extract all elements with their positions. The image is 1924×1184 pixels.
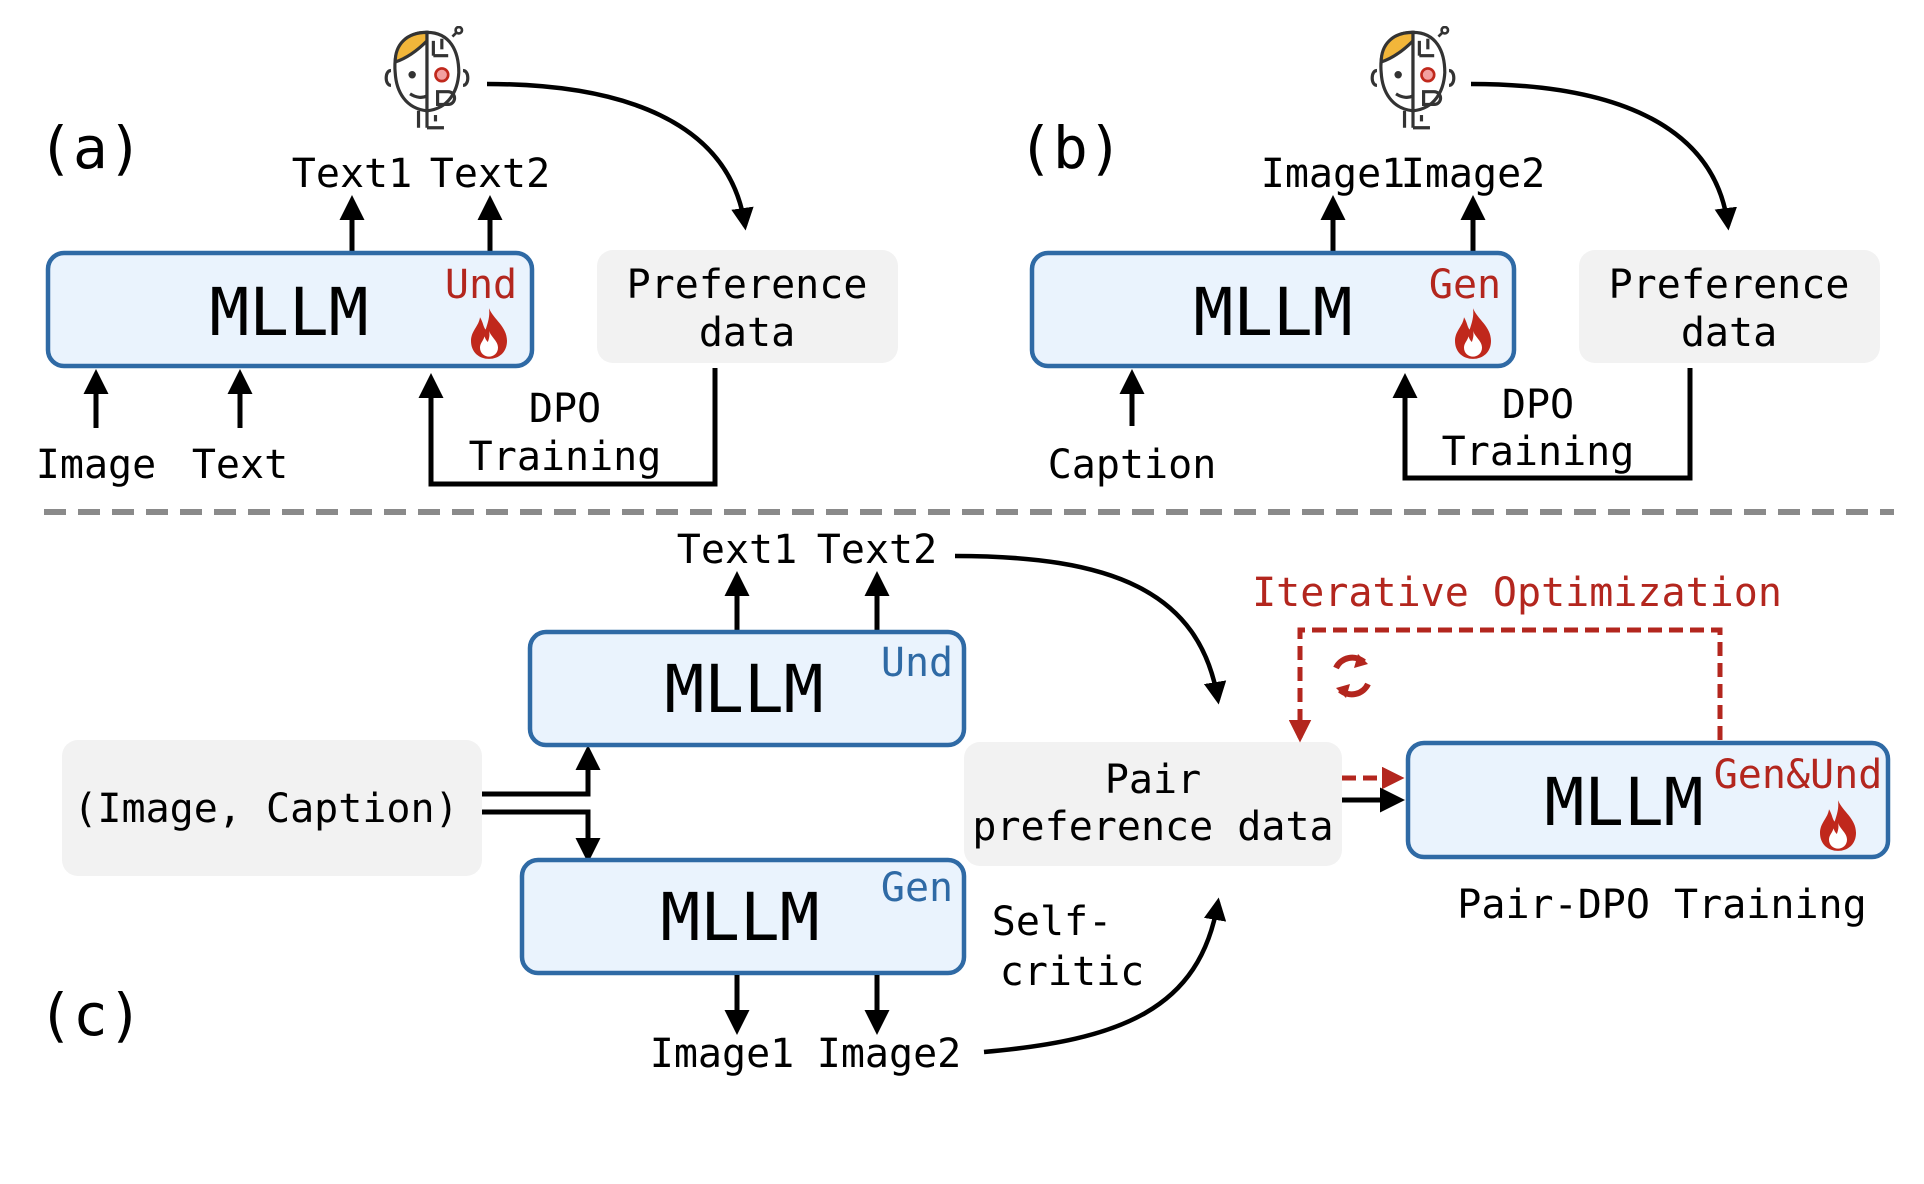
input-image: Image xyxy=(36,442,156,488)
images-to-pair-arrow xyxy=(983,897,1227,1055)
panel-b: (b) Image1 Image2 MLLM Gen Caption Prefe… xyxy=(1018,26,1880,488)
mllm-label: MLLM xyxy=(210,274,369,351)
und-output-text2: Text2 xyxy=(817,527,937,573)
robot-human-face-icon xyxy=(1370,26,1456,130)
gen-output-image2: Image2 xyxy=(817,1031,962,1077)
gen-tag: Gen xyxy=(881,865,953,911)
preference-data-box xyxy=(597,250,898,363)
panel-b-label: (b) xyxy=(1018,114,1123,182)
pair-data-line2: preference data xyxy=(972,804,1333,850)
mllm-gen-box xyxy=(1029,250,1517,369)
gen-tag: Gen xyxy=(1429,262,1501,308)
und-tag: Und xyxy=(881,640,953,686)
training-label: Training xyxy=(469,434,662,480)
pair-preference-data-box xyxy=(964,742,1342,866)
iterative-loop-dashed xyxy=(1288,627,1723,743)
mllm-gen-box xyxy=(519,857,967,976)
dpo-label: DPO xyxy=(529,386,601,432)
gen-und-tag: Gen&Und xyxy=(1714,752,1883,798)
output-image1: Image1 xyxy=(1261,151,1406,197)
pair-dpo-training-label: Pair-DPO Training xyxy=(1457,882,1866,928)
und-tag: Und xyxy=(445,262,517,308)
input-text: Text xyxy=(192,442,288,488)
texts-to-pair-arrow xyxy=(954,553,1227,705)
output-text2: Text2 xyxy=(430,151,550,197)
training-label: Training xyxy=(1442,429,1635,475)
input-to-und-arrow xyxy=(482,745,601,797)
preference-data-line2: data xyxy=(1681,310,1777,356)
panel-a-label: (a) xyxy=(38,114,143,182)
mllm-label: MLLM xyxy=(1545,764,1704,841)
mllm-und-box xyxy=(527,629,967,748)
dpo-training-loop xyxy=(418,368,718,487)
image-caption-label: (Image, Caption) xyxy=(73,786,458,832)
self-critic-line2: critic xyxy=(1000,949,1145,995)
preference-data-line1: Preference xyxy=(627,262,868,308)
refresh-cycle-icon xyxy=(1333,654,1371,698)
input-caption: Caption xyxy=(1048,442,1217,488)
dpo-training-loop xyxy=(1392,368,1693,481)
mllm-label: MLLM xyxy=(1194,274,1353,351)
iterative-optimization-label: Iterative Optimization xyxy=(1252,570,1782,616)
panel-a: (a) Text1 Text2 MLLM Und Image Text Pref… xyxy=(36,26,898,488)
robot-human-face-icon xyxy=(384,26,470,130)
pair-data-line1: Pair xyxy=(1105,757,1201,803)
output-image2: Image2 xyxy=(1401,151,1546,197)
mllm-label: MLLM xyxy=(665,651,824,728)
annotator-to-data-arrow xyxy=(1470,81,1737,231)
mllm-label: MLLM xyxy=(661,879,820,956)
preference-data-line2: data xyxy=(699,310,795,356)
mllm-und-box xyxy=(45,250,535,369)
panel-c: (c) (Image, Caption) Text1 Text2 MLLM Un… xyxy=(38,527,1891,1077)
output-text1: Text1 xyxy=(292,151,412,197)
preference-data-box xyxy=(1579,250,1880,363)
preference-data-line1: Preference xyxy=(1609,262,1850,308)
dpo-label: DPO xyxy=(1502,382,1574,428)
mllm-gen-und-box xyxy=(1405,740,1891,860)
annotator-to-data-arrow xyxy=(486,81,754,231)
image-caption-input-box xyxy=(62,740,482,876)
panel-c-label: (c) xyxy=(38,981,143,1049)
gen-output-image1: Image1 xyxy=(650,1031,795,1077)
und-output-text1: Text1 xyxy=(677,527,797,573)
input-to-gen-arrow xyxy=(482,809,601,863)
self-critic-line1: Self- xyxy=(992,899,1112,945)
